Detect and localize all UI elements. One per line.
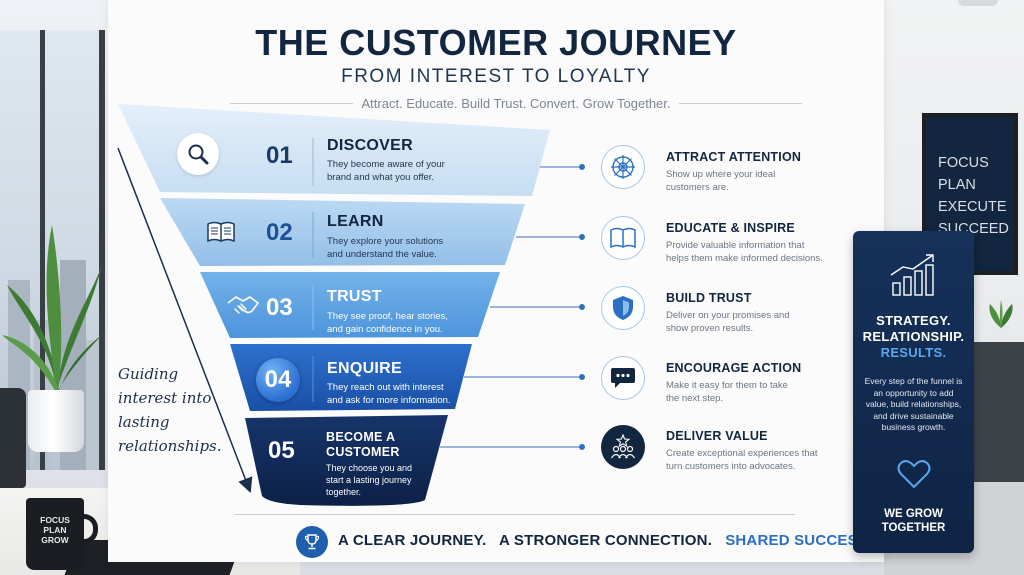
action-title: DELIVER VALUE xyxy=(666,429,768,443)
card-heading-line: STRATEGY. xyxy=(876,313,951,328)
page-subtitle: FROM INTEREST TO LOYALTY xyxy=(341,66,651,87)
action-description: Make it easy for them to take the next s… xyxy=(666,380,788,404)
stage-name: LEARN xyxy=(327,213,384,230)
growth-chart-icon xyxy=(890,254,934,296)
poster-line: PLAN xyxy=(938,177,976,193)
card-footer-line: TOGETHER xyxy=(881,522,946,534)
stage-number: 05 xyxy=(268,437,295,464)
action-title: ENCOURAGE ACTION xyxy=(666,361,802,375)
action-description: Deliver on your promises and show proven… xyxy=(666,310,790,334)
stage-number: 04 xyxy=(264,366,292,393)
trophy-icon xyxy=(296,526,328,558)
stage-number: 03 xyxy=(266,294,293,321)
cabinet xyxy=(974,342,1024,482)
community-star-icon xyxy=(601,425,645,469)
stage-description: They become aware of your brand and what… xyxy=(327,159,445,183)
handwritten-note: Guiding interest into lasting relationsh… xyxy=(118,365,222,455)
action-description: Provide valuable information that helps … xyxy=(666,240,823,264)
chat-bubble-icon xyxy=(601,356,645,400)
small-plant-icon xyxy=(989,300,1013,342)
stage-description: They reach out with interest and ask for… xyxy=(327,382,451,406)
mug-handle xyxy=(80,514,98,544)
journey-arrow xyxy=(117,147,253,494)
card-heading: STRATEGY. RELATIONSHIP. RESULTS. xyxy=(853,313,974,361)
mug-line: GROW xyxy=(41,535,69,545)
stage-band-5 xyxy=(245,415,448,506)
stage-name: DISCOVER xyxy=(327,137,413,154)
tagline-row: Attract. Educate. Build Trust. Convert. … xyxy=(230,94,802,112)
heart-icon xyxy=(897,460,931,489)
connector-dot xyxy=(579,374,585,380)
connector-dot xyxy=(579,444,585,450)
stage-name: ENQUIRE xyxy=(327,360,402,377)
stage-number: 02 xyxy=(266,219,293,246)
stage-number: 01 xyxy=(266,142,293,169)
stage-name: TRUST xyxy=(327,288,382,305)
divider-line xyxy=(678,102,802,104)
connector-dot xyxy=(579,304,585,310)
stage-band-1 xyxy=(118,104,550,196)
summary-card: STRATEGY. RELATIONSHIP. RESULTS. Every s… xyxy=(853,231,974,553)
connector-dot xyxy=(579,234,585,240)
slogan-part: A STRONGER CONNECTION. xyxy=(499,532,713,549)
stage-description: They explore your solutions and understa… xyxy=(327,236,444,260)
bottom-slogan: A CLEAR JOURNEY. A STRONGER CONNECTION. … xyxy=(338,532,872,549)
divider-line xyxy=(230,102,354,104)
stage-description: They choose you and start a lasting jour… xyxy=(326,463,413,497)
mug-line: FOCUS xyxy=(40,515,70,525)
number-circle-icon: 04 xyxy=(256,358,300,402)
window-mullion xyxy=(40,30,45,470)
card-heading-line: RELATIONSHIP. xyxy=(862,329,965,344)
poster-line: EXECUTE xyxy=(938,199,1007,215)
mug: FOCUS PLAN GROW xyxy=(26,498,98,570)
card-description: Every step of the funnel is an opportuni… xyxy=(864,376,963,432)
action-title: ATTRACT ATTENTION xyxy=(666,150,802,164)
ceiling-light xyxy=(958,0,998,6)
action-description: Create exceptional experiences that turn… xyxy=(666,448,818,472)
plant-icon xyxy=(2,225,107,395)
bottom-divider xyxy=(235,514,795,515)
stage-description: They see proof, hear stories, and gain c… xyxy=(327,311,448,335)
book-icon xyxy=(601,216,645,260)
card-footer-line: WE GROW xyxy=(884,508,943,520)
slogan-part: A CLEAR JOURNEY. xyxy=(338,532,487,549)
shield-icon xyxy=(601,286,645,330)
open-book-icon xyxy=(199,214,243,250)
plant-pot xyxy=(28,390,84,452)
poster-line: FOCUS xyxy=(938,155,989,171)
stage-name: BECOME A CUSTOMER xyxy=(326,430,400,459)
stage-band-3 xyxy=(200,272,500,338)
action-title: EDUCATE & INSPIRE xyxy=(666,221,795,235)
action-title: BUILD TRUST xyxy=(666,291,752,305)
tagline: Attract. Educate. Build Trust. Convert. … xyxy=(361,95,671,111)
card-footer: WE GROW TOGETHER xyxy=(853,507,974,535)
office-chair xyxy=(0,388,26,488)
connector-dot xyxy=(579,164,585,170)
slogan-highlight: SHARED SUCCESS. xyxy=(725,532,873,549)
stage-band-2 xyxy=(160,198,525,266)
mug-line: PLAN xyxy=(43,525,67,535)
handshake-icon xyxy=(222,288,264,322)
target-wheel-icon xyxy=(601,145,645,189)
magnifier-icon xyxy=(177,133,219,175)
page-title: THE CUSTOMER JOURNEY xyxy=(255,22,737,63)
action-description: Show up where your ideal customers are. xyxy=(666,169,776,193)
card-heading-accent: RESULTS. xyxy=(880,345,947,360)
